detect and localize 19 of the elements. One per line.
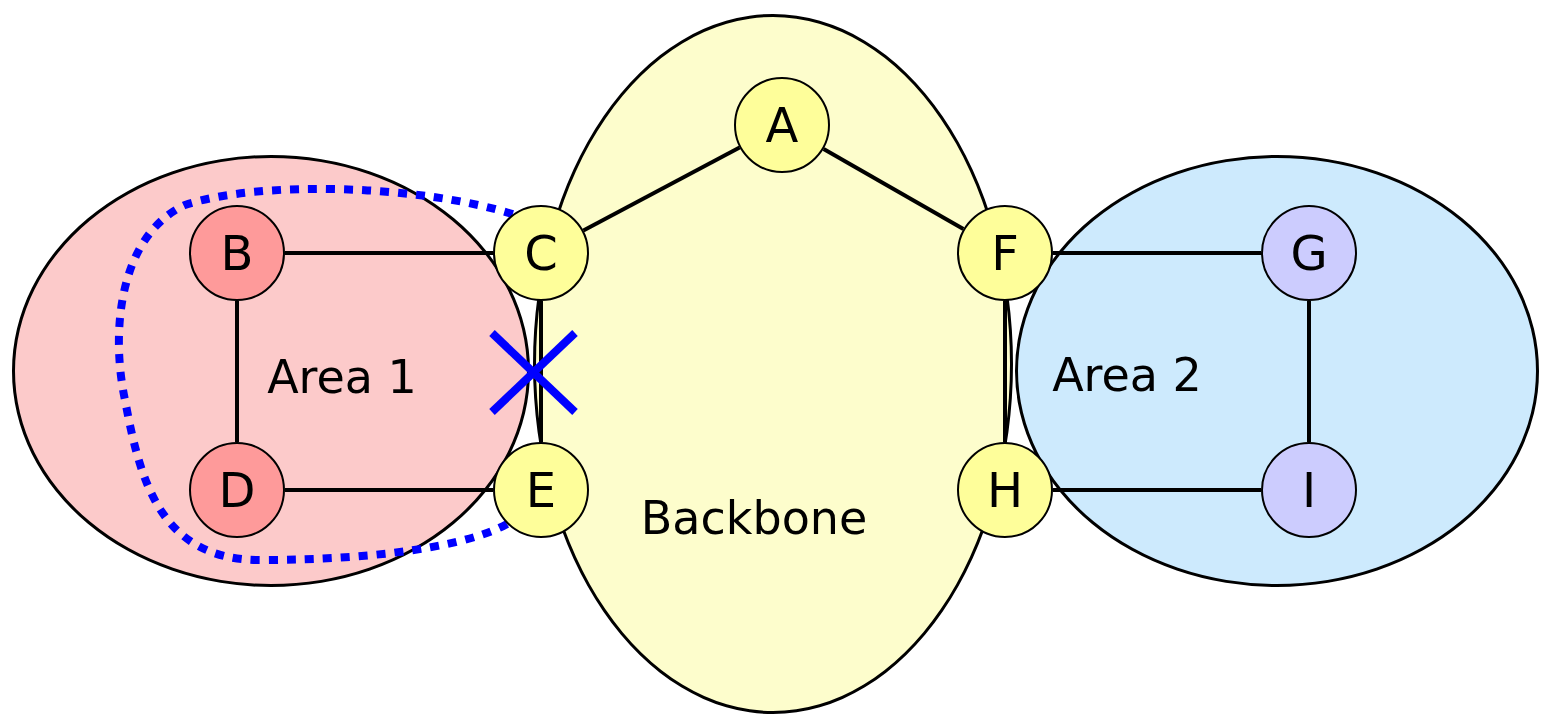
area-label: Backbone	[640, 491, 868, 545]
router-node: B	[189, 205, 285, 301]
link-line	[539, 301, 543, 442]
dotted-path	[115, 185, 514, 564]
router-node: D	[189, 442, 285, 538]
router-node: A	[734, 77, 830, 173]
link-line	[235, 301, 239, 442]
link-line	[1307, 301, 1311, 442]
link-line	[1003, 301, 1007, 442]
link-line	[582, 145, 741, 233]
router-node: G	[1261, 205, 1357, 301]
link-line	[1053, 251, 1261, 255]
link-line	[1053, 488, 1261, 492]
router-node: I	[1261, 442, 1357, 538]
area-label: Area 2	[1052, 348, 1202, 402]
link-line	[285, 251, 493, 255]
area-label: Area 1	[267, 350, 417, 404]
link-line	[822, 147, 965, 231]
link-line	[285, 488, 493, 492]
